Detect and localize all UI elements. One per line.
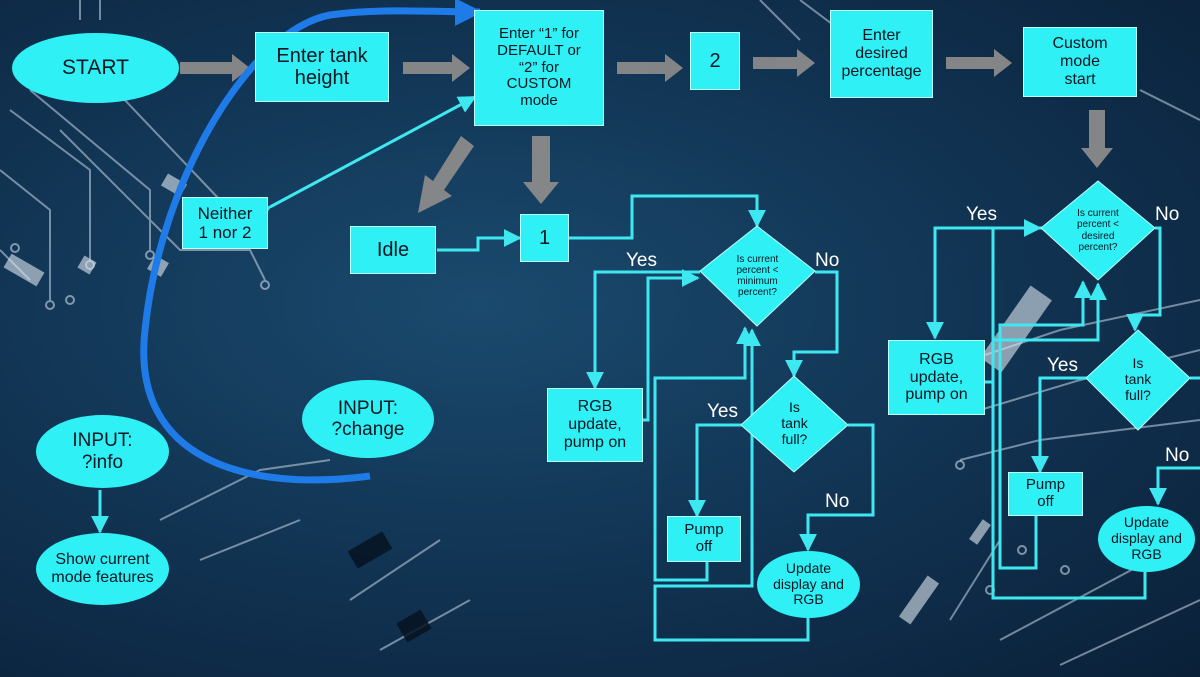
no-label-full-custom: No xyxy=(1165,445,1190,466)
show-mode-features-oval: Show current mode features xyxy=(36,533,169,605)
pump-off-default: Pump off xyxy=(667,516,741,562)
yes-label-full-custom: Yes xyxy=(1047,355,1078,376)
enter-tank-height-step: Enter tank height xyxy=(255,32,389,102)
input-info-oval: INPUT: ?info xyxy=(36,415,169,488)
return-arrow xyxy=(140,0,483,484)
decision-minimum-percent: Is current percent < minimum percent? xyxy=(700,226,815,326)
invalid-choice-node: Neither 1 nor 2 xyxy=(182,197,268,249)
decision-desired-percent: Is current percent < desired percent? xyxy=(1041,181,1155,280)
decision-diamonds xyxy=(699,180,1191,473)
decision-tank-full-custom-text: Is tank full? xyxy=(1124,355,1152,403)
decision-tank-full-default-text: Is tank full? xyxy=(781,399,808,447)
idle-state: Idle xyxy=(350,226,436,274)
default-choice-node: 1 xyxy=(520,214,569,262)
custom-choice-node: 2 xyxy=(690,32,740,90)
decision-tank-full-default: Is tank full? xyxy=(741,376,848,472)
decision-tank-full-custom: Is tank full? xyxy=(1086,330,1190,430)
rgb-update-pump-on-default: RGB update, pump on xyxy=(547,388,643,462)
start-terminal: START xyxy=(12,33,179,103)
yes-label-minimum: Yes xyxy=(626,250,657,271)
circuit-dark-chips xyxy=(347,531,432,643)
connector-lines xyxy=(91,95,1200,642)
no-label-minimum: No xyxy=(815,250,840,271)
yes-label-desired: Yes xyxy=(966,204,997,225)
yes-label-full-default: Yes xyxy=(707,401,738,422)
input-change-oval: INPUT: ?change xyxy=(302,380,434,458)
enter-desired-percentage-step: Enter desired percentage xyxy=(830,10,933,98)
mode-select-step: Enter “1” for DEFAULT or “2” for CUSTOM … xyxy=(474,10,604,126)
no-label-full-default: No xyxy=(825,491,850,512)
update-display-custom: Update display and RGB xyxy=(1098,506,1195,572)
decision-desired-percent-text: Is current percent < desired percent? xyxy=(1077,208,1119,253)
pump-off-custom: Pump off xyxy=(1008,472,1083,516)
custom-mode-start-step: Custom mode start xyxy=(1023,27,1137,97)
rgb-update-pump-on-custom: RGB update, pump on xyxy=(888,340,985,415)
decision-minimum-percent-text: Is current percent < minimum percent? xyxy=(736,253,779,299)
update-display-default: Update display and RGB xyxy=(757,551,860,618)
circuit-pads xyxy=(10,243,1070,595)
no-label-desired: No xyxy=(1155,204,1180,225)
